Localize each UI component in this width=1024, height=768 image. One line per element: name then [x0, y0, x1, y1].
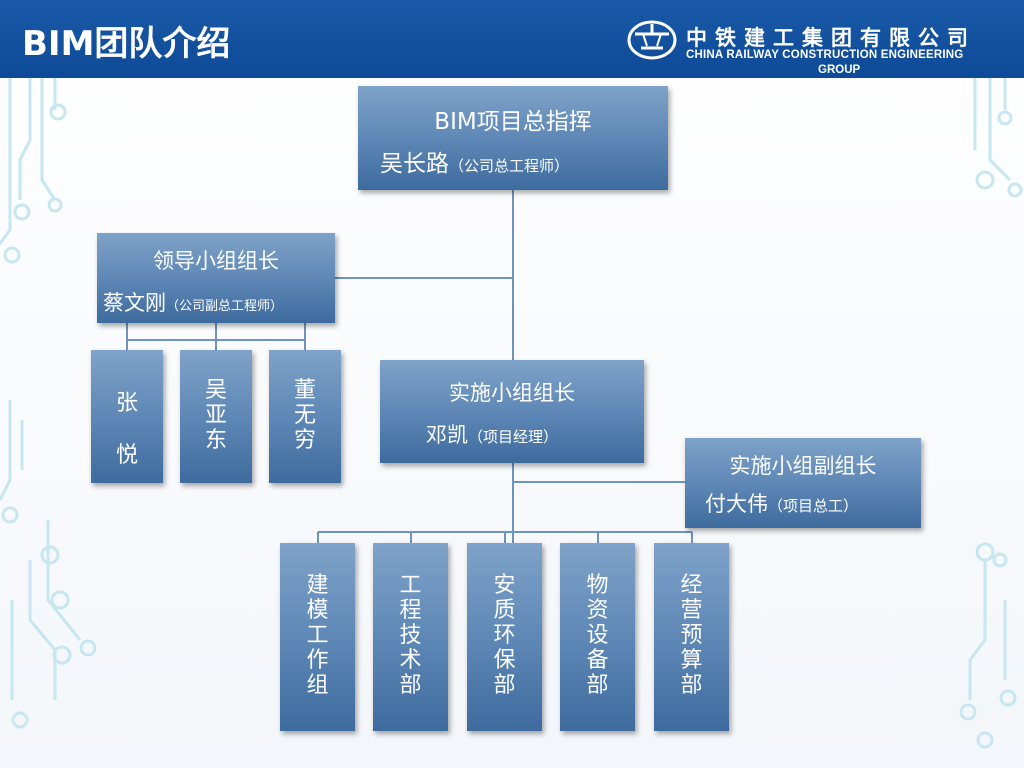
member-char: 张	[115, 391, 138, 416]
department-char: 部	[586, 673, 609, 698]
department-char: 建	[306, 573, 329, 598]
company-name-cn: 中铁建工集团有限公司	[686, 26, 976, 50]
department-char: 设	[586, 623, 609, 648]
crcc-logo-icon	[627, 20, 677, 60]
company-name-en: CHINA RAILWAY CONSTRUCTION ENGINEERING	[686, 49, 964, 61]
member-char: 悦	[115, 443, 138, 468]
department-char: 工	[306, 623, 329, 648]
department-char: 技	[399, 623, 422, 648]
department-box: 经 营 预 算 部	[654, 543, 729, 731]
director-box: BIM项目总指挥 吴长路（公司总工程师）	[358, 86, 668, 190]
impl-group-title: （项目经理）	[468, 428, 559, 446]
member-char: 董	[293, 378, 316, 403]
impl-group-name-line: 邓凯（项目经理）	[426, 419, 558, 449]
slide-title: BIM团队介绍	[22, 24, 231, 64]
director-name: 吴长路	[380, 151, 449, 177]
department-char: 部	[680, 673, 703, 698]
impl-deputy-name: 付大伟	[705, 492, 768, 516]
director-role: BIM项目总指挥	[434, 109, 592, 135]
leader-group-name: 蔡文刚	[103, 291, 166, 315]
department-char: 质	[493, 598, 516, 623]
department-char: 备	[586, 648, 609, 673]
member-char: 东	[204, 428, 227, 453]
department-char: 部	[399, 673, 422, 698]
impl-group-name: 邓凯	[426, 423, 468, 447]
department-char: 安	[493, 573, 516, 598]
department-char: 经	[680, 573, 703, 598]
leader-group-role: 领导小组组长	[153, 249, 279, 273]
leader-group-name-line: 蔡文刚（公司副总工程师）	[103, 287, 283, 317]
department-box: 物 资 设 备 部	[560, 543, 635, 731]
department-char: 资	[586, 598, 609, 623]
department-char: 模	[306, 598, 329, 623]
department-char: 营	[680, 598, 703, 623]
department-char: 作	[306, 648, 329, 673]
department-box: 建 模 工 作 组	[280, 543, 355, 731]
impl-group-box: 实施小组组长 邓凯（项目经理）	[380, 360, 644, 463]
impl-deputy-title: （项目总工）	[768, 497, 859, 515]
member-char: 穷	[293, 428, 316, 453]
company-name-en-2: GROUP	[818, 64, 861, 76]
impl-deputy-box: 实施小组副组长 付大伟（项目总工）	[685, 438, 921, 528]
leader-member-box: 吴 亚 东	[180, 350, 252, 483]
slide-header: BIM团队介绍 中铁建工集团有限公司 CHINA RAILWAY CONSTRU…	[0, 0, 1024, 78]
department-char: 物	[586, 573, 609, 598]
department-char: 组	[306, 673, 329, 698]
department-char: 预	[680, 623, 703, 648]
impl-deputy-role: 实施小组副组长	[729, 454, 877, 478]
leader-group-box: 领导小组组长 蔡文刚（公司副总工程师）	[97, 233, 335, 323]
department-box: 安 质 环 保 部	[467, 543, 542, 731]
department-char: 算	[680, 648, 703, 673]
department-char: 术	[399, 648, 422, 673]
department-char: 工	[399, 573, 422, 598]
director-title: （公司总工程师）	[449, 157, 570, 175]
leader-group-title: （公司副总工程师）	[166, 299, 284, 314]
leader-member-box: 张 悦	[91, 350, 163, 483]
director-name-line: 吴长路（公司总工程师）	[380, 144, 569, 178]
impl-group-role: 实施小组组长	[449, 381, 575, 405]
department-char: 程	[399, 598, 422, 623]
department-char: 环	[493, 623, 516, 648]
department-char: 部	[493, 673, 516, 698]
member-char: 亚	[204, 403, 227, 428]
department-char: 保	[493, 648, 516, 673]
department-box: 工 程 技 术 部	[373, 543, 448, 731]
member-char: 无	[293, 403, 316, 428]
leader-member-box: 董 无 穷	[269, 350, 341, 483]
member-char: 吴	[204, 378, 227, 403]
impl-deputy-name-line: 付大伟（项目总工）	[705, 488, 858, 518]
